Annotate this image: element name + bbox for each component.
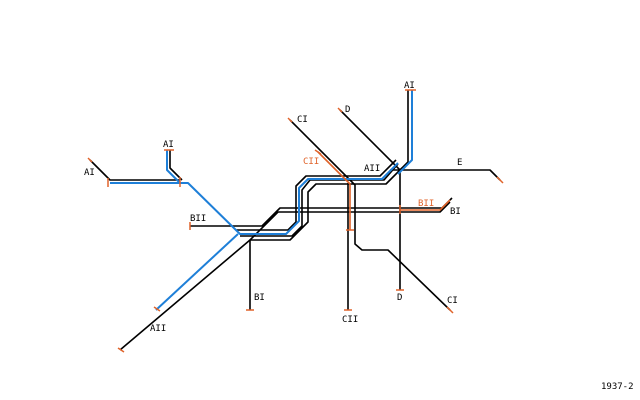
orange-service-lines [317,151,451,230]
label-bii-right: BII [418,199,434,209]
line-ai-top-black [397,90,409,173]
terminal-ticks [87,89,504,353]
label-ai-top: AI [404,81,415,91]
tick-cii-orange [314,149,322,155]
blue-line-aii-diagonal [155,233,239,311]
route-labels: AI AI AI AII AII BI BII BI CI CII CI D D… [84,81,462,334]
label-ci-bottom: CI [447,296,458,306]
tick-d-top [337,107,343,113]
orange-line-bii [400,199,451,211]
line-ai-mid [169,150,183,181]
line-ai-left [89,159,180,181]
line-bundle-lower [240,163,399,237]
black-track-lines [89,90,501,351]
route-labels-orange: CII BII [303,157,434,209]
line-d [339,109,401,290]
line-aii-diagonal [119,167,403,351]
label-aii-center: AII [364,164,380,174]
label-ci-top: CI [297,115,308,125]
label-aii-bottom: AII [150,324,166,334]
line-bi [249,201,451,310]
orange-line-cii [317,151,351,230]
edition-label: 1937-2 [601,382,634,392]
label-bi-bottom: BI [254,293,265,303]
tick-e-right [496,176,504,184]
label-cii-orange: CII [303,157,319,167]
tick-ci-bottom [446,306,454,314]
label-bi-right: BI [450,207,461,217]
tick-aii-bottom [117,347,125,353]
blue-service-line [110,90,413,311]
label-bii-left: BII [190,214,206,224]
line-ci [289,119,451,311]
label-cii-bottom: CII [342,315,358,325]
label-e: E [457,158,462,168]
tick-aii-mid [153,306,161,312]
tick-ci-top [287,117,293,123]
line-e [390,169,501,181]
blue-line-ai-mid [166,150,399,235]
label-d-bottom: D [397,293,402,303]
tick-ai-far-left [87,157,93,163]
blue-line-ai-top [397,90,413,175]
line-bundle-upper [236,159,397,231]
label-ai-left: AI [84,168,95,178]
label-d-top: D [345,105,350,115]
label-ai-mid: AI [163,140,174,150]
